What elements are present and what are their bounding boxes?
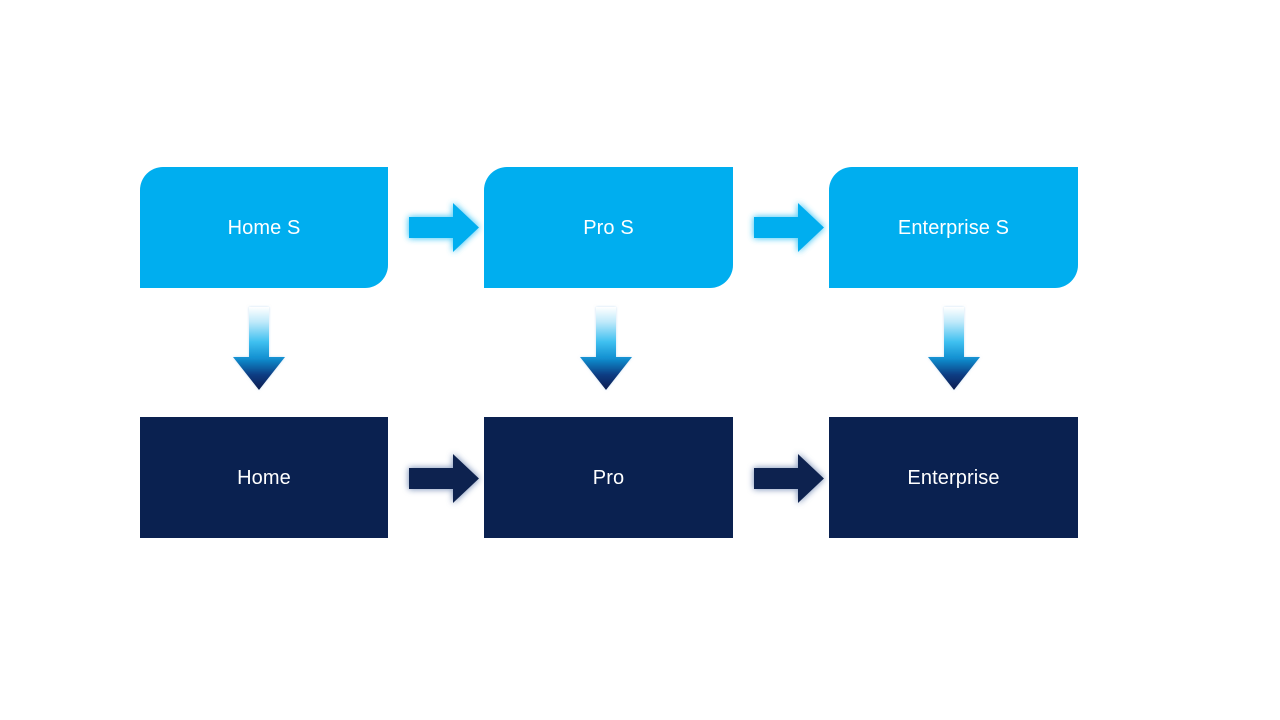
- connector-enterprise-s-to-enterprise[interactable]: [928, 307, 980, 390]
- arrow-right-icon: [754, 454, 824, 503]
- connector-home-to-pro[interactable]: [409, 454, 479, 503]
- node-home[interactable]: Home: [140, 417, 388, 538]
- connector-home-s-to-home[interactable]: [233, 307, 285, 390]
- node-home-s[interactable]: Home S: [140, 167, 388, 288]
- connector-pro-s-to-pro[interactable]: [580, 307, 632, 390]
- node-enterprise[interactable]: Enterprise: [829, 417, 1078, 538]
- node-pro-label: Pro: [592, 466, 625, 489]
- arrow-right-icon: [409, 454, 479, 503]
- arrow-down-icon: [928, 307, 980, 390]
- node-pro-s-label: Pro S: [583, 216, 634, 239]
- node-pro-s[interactable]: Pro S: [484, 167, 733, 288]
- node-home-label: Home: [237, 466, 291, 489]
- node-pro[interactable]: Pro: [484, 417, 733, 538]
- arrow-right-icon: [409, 203, 479, 252]
- node-enterprise-s-label: Enterprise S: [897, 216, 1010, 239]
- arrow-right-icon: [754, 203, 824, 252]
- connector-pro-to-enterprise[interactable]: [754, 454, 824, 503]
- node-enterprise-label: Enterprise: [907, 466, 1000, 489]
- connector-pro-s-to-enterprise-s[interactable]: [754, 203, 824, 252]
- arrow-down-icon: [580, 307, 632, 390]
- connector-home-s-to-pro-s[interactable]: [409, 203, 479, 252]
- arrow-down-icon: [233, 307, 285, 390]
- node-enterprise-s[interactable]: Enterprise S: [829, 167, 1078, 288]
- node-home-s-label: Home S: [227, 216, 301, 239]
